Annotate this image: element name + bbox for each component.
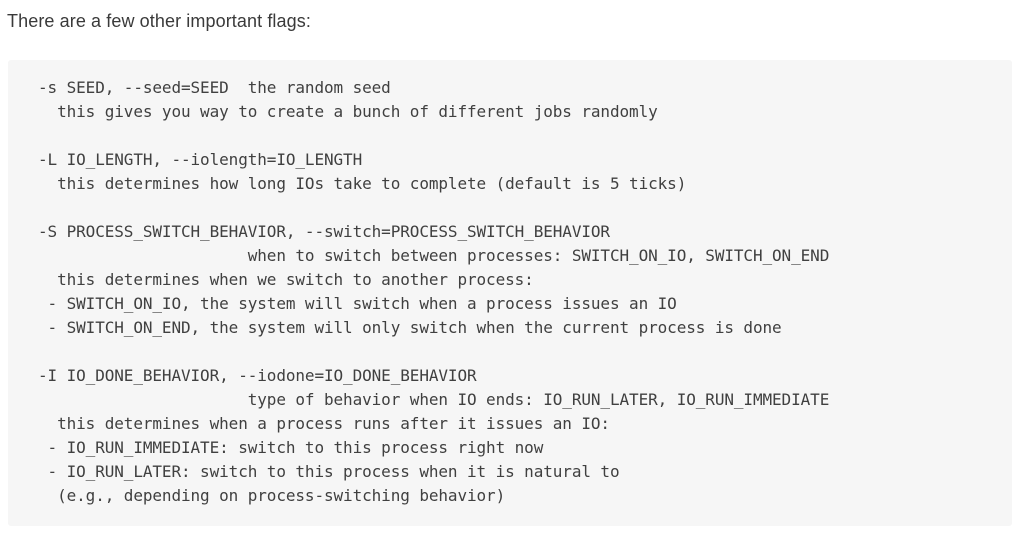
intro-paragraph: There are a few other important flags:	[7, 11, 311, 31]
cli-flags-code-block: -s SEED, --seed=SEED the random seed thi…	[8, 60, 1012, 526]
